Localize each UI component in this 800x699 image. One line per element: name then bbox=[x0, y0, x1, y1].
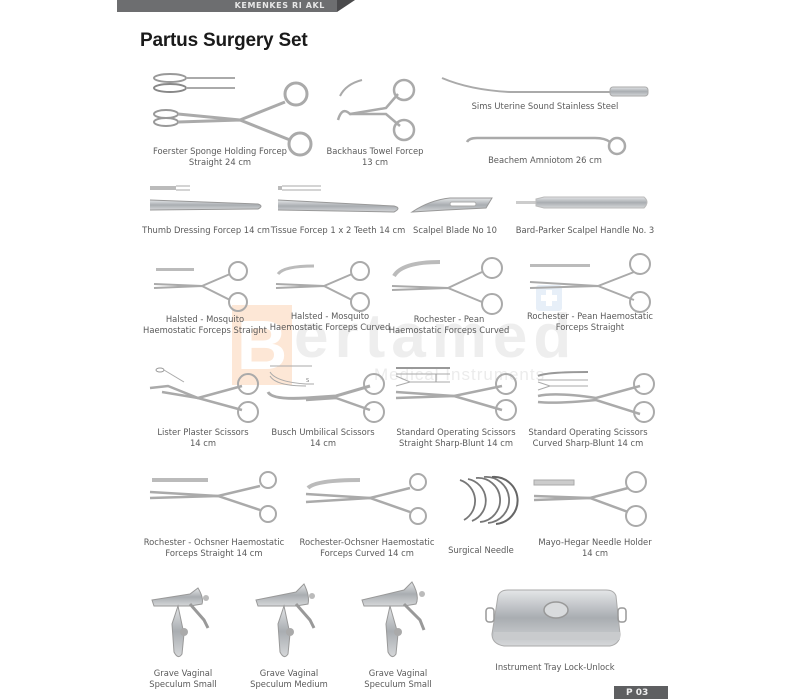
scalpel-handle-icon bbox=[516, 196, 648, 209]
product-detail: Haemostatic Forceps Straight bbox=[143, 325, 267, 335]
page-title: Partus Surgery Set bbox=[140, 30, 308, 51]
product-name: Backhaus Towel Forcep bbox=[326, 146, 424, 156]
product-detail: 14 cm bbox=[189, 438, 217, 448]
product-name: Halsted - Mosquito bbox=[165, 314, 245, 324]
haemostatic-forceps-curved-icon bbox=[275, 261, 370, 312]
page-number: P 03 bbox=[626, 688, 649, 698]
product-name: Bard-Parker Scalpel Handle No. 3 bbox=[515, 225, 655, 235]
towel-forcep-icon bbox=[336, 78, 416, 142]
product-detail: Speculum Small bbox=[149, 679, 217, 689]
pean-forceps-curved-icon bbox=[391, 257, 503, 315]
svg-text:S: S bbox=[306, 378, 309, 384]
product-name: Sims Uterine Sound Stainless Steel bbox=[471, 101, 619, 111]
product-name: Rochester - Pean Haemostatic bbox=[526, 311, 654, 321]
product-name: Tissue Forcep 1 x 2 Teeth 14 cm bbox=[270, 225, 406, 235]
vaginal-speculum-icon bbox=[151, 587, 210, 658]
product-detail: Forceps Straight 14 cm bbox=[165, 548, 263, 558]
dressing-forcep-icon bbox=[149, 185, 262, 211]
vaginal-speculum-icon bbox=[255, 583, 316, 658]
product-name: Busch Umbilical Scissors bbox=[271, 427, 375, 437]
operating-scissors-straight-icon bbox=[395, 367, 517, 421]
product-name: Rochester - Pean bbox=[413, 314, 485, 324]
ochsner-forceps-curved-icon bbox=[305, 473, 427, 525]
product-name: Mayo-Hegar Needle Holder bbox=[538, 537, 652, 547]
tissue-forcep-icon bbox=[277, 185, 399, 213]
product-detail: Speculum Medium bbox=[250, 679, 328, 689]
vaginal-speculum-icon bbox=[361, 581, 426, 658]
registration-label: KEMENKES RI AKL bbox=[234, 1, 325, 10]
product-name: Rochester - Ochsner Haemostatic bbox=[143, 537, 285, 547]
product-name: Grave Vaginal bbox=[368, 668, 428, 678]
header-banner: KEMENKES RI AKL bbox=[117, 0, 355, 12]
product-name: Halsted - Mosquito bbox=[290, 311, 370, 321]
product-name: Standard Operating Scissors bbox=[396, 427, 516, 437]
product-detail: 14 cm bbox=[581, 548, 609, 558]
product-detail: Haemostatic Forceps Curved bbox=[269, 322, 391, 332]
product-name: Rochester-Ochsner Haemostatic bbox=[299, 537, 435, 547]
product-detail: Straight 24 cm bbox=[188, 157, 252, 167]
surgical-needle-icon bbox=[459, 475, 519, 525]
product-name: Grave Vaginal bbox=[153, 668, 213, 678]
product-detail: Forceps Straight bbox=[555, 322, 625, 332]
product-name: Standard Operating Scissors bbox=[528, 427, 648, 437]
uterine-sound-icon bbox=[441, 77, 649, 97]
ochsner-forceps-straight-icon bbox=[149, 471, 277, 523]
pean-forceps-straight-icon bbox=[529, 253, 651, 313]
product-name: Foerster Sponge Holding Forcep bbox=[153, 146, 287, 156]
forceps-icon bbox=[153, 73, 313, 157]
product-detail: Curved Sharp-Blunt 14 cm bbox=[532, 438, 644, 448]
amniotom-icon bbox=[465, 136, 627, 156]
product-name: Thumb Dressing Forcep 14 cm bbox=[142, 225, 270, 235]
product-detail: 13 cm bbox=[361, 157, 389, 167]
needle-holder-icon bbox=[533, 471, 647, 527]
product-detail: 14 cm bbox=[309, 438, 337, 448]
page-number-tab: P 03 bbox=[614, 686, 668, 699]
product-name: Instrument Tray Lock-Unlock bbox=[495, 662, 615, 672]
scalpel-blade-icon bbox=[410, 197, 493, 213]
plaster-scissors-icon bbox=[149, 367, 259, 423]
product-name: Grave Vaginal bbox=[259, 668, 319, 678]
product-detail: Speculum Small bbox=[364, 679, 432, 689]
product-detail: Haemostatic Forceps Curved bbox=[388, 325, 510, 335]
product-detail: Forceps Curved 14 cm bbox=[320, 548, 414, 558]
haemostatic-forceps-icon bbox=[153, 261, 248, 312]
product-name: Scalpel Blade No 10 bbox=[413, 225, 497, 235]
umbilical-scissors-icon: S bbox=[266, 365, 385, 423]
product-detail: Straight Sharp-Blunt 14 cm bbox=[398, 438, 514, 448]
product-name: Lister Plaster Scissors bbox=[157, 427, 249, 437]
instrument-tray-icon bbox=[485, 589, 627, 647]
product-name: Beachem Amniotom 26 cm bbox=[488, 155, 602, 165]
operating-scissors-curved-icon bbox=[537, 371, 655, 423]
product-name: Surgical Needle bbox=[448, 545, 514, 555]
